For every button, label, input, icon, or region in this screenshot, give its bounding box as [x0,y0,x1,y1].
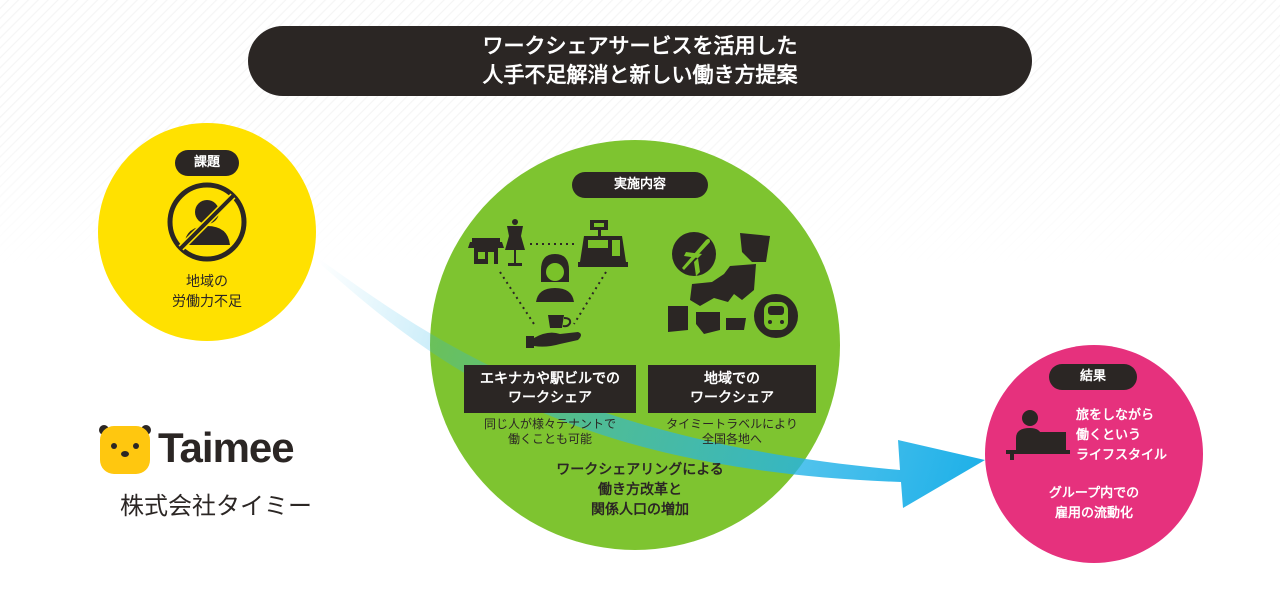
regional-workshare-line-2: ワークシェア [690,390,774,406]
issue-text-line-2: 労働力不足 [172,294,242,310]
result-text-2: グループ内での 雇用の流動化 [1024,484,1164,524]
implementation-circle [430,140,840,550]
result-text: 旅をしながら 働くという ライフスタイル [1076,406,1186,466]
banner-line-1: ワークシェアサービスを活用した [482,34,798,58]
station-workshare-line-2: ワークシェア [508,390,592,406]
result-text-line-1: 旅をしながら [1076,408,1155,423]
summary-line-2: 働き方改革と [598,482,682,498]
implementation-label: 実施内容 [572,172,708,198]
banner-line-2: 人手不足解消と新しい働き方提案 [482,63,798,87]
summary-line-3: 関係人口の増加 [591,502,689,518]
result-text-line-3: ライフスタイル [1076,448,1168,463]
station-workshare-desc: 同じ人が様々テナントで 働くことも可能 [464,417,636,447]
station-workshare-box: エキナカや駅ビルでの ワークシェア [464,365,636,413]
logo-text: Taimee [158,424,295,471]
issue-text-line-1: 地域の [186,274,228,290]
result-text2-line-1: グループ内での [1048,486,1140,501]
regional-workshare-box: 地域での ワークシェア [648,365,816,413]
title-banner: ワークシェアサービスを活用した 人手不足解消と新しい働き方提案 [248,26,1032,96]
station-desc-line-2: 働くことも可能 [507,432,592,446]
regional-workshare-line-1: 地域での [704,371,760,387]
regional-desc-line-2: 全国各地へ [701,432,762,446]
issue-label: 課題 [175,150,239,176]
implementation-summary: ワークシェアリングによる 働き方改革と 関係人口の増加 [520,460,760,520]
regional-workshare-desc: タイミートラベルにより 全国各地へ [648,417,816,447]
regional-desc-line-1: タイミートラベルにより [666,417,798,431]
summary-line-1: ワークシェアリングによる [556,462,724,478]
result-text2-line-2: 雇用の流動化 [1054,506,1133,521]
result-text-line-2: 働くという [1076,428,1142,443]
result-label: 結果 [1049,364,1137,390]
station-desc-line-1: 同じ人が様々テナントで [483,417,616,431]
issue-text: 地域の 労働力不足 [147,272,267,312]
company-name: 株式会社タイミー [120,492,312,520]
station-workshare-line-1: エキナカや駅ビルでの [480,371,620,387]
